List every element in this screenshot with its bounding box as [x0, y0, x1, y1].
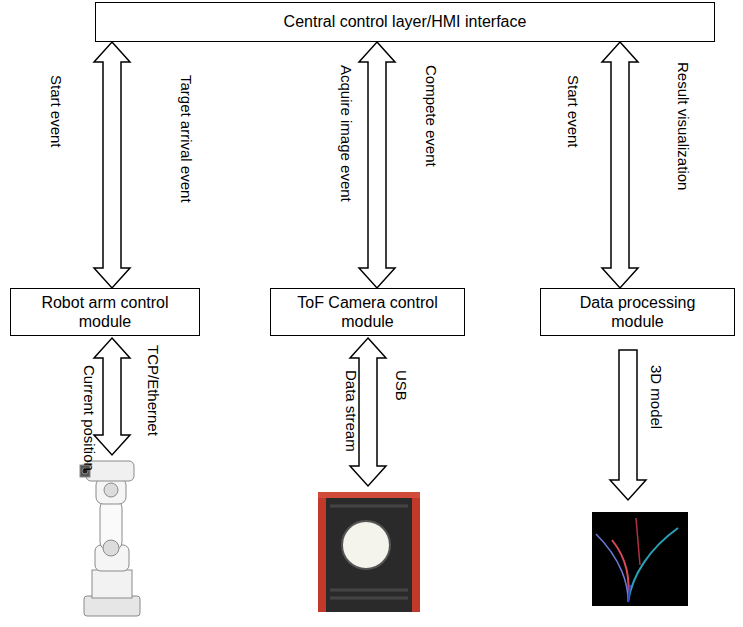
3d-model-picture [592, 512, 688, 606]
signal-label: Target arrival event [177, 75, 194, 203]
tof-camera-picture [318, 492, 420, 612]
signal-label: Acquire image event [337, 65, 354, 202]
robot-arm-picture [80, 461, 140, 616]
module-box: Data processing module [540, 288, 735, 336]
signal-label: 3D model [647, 365, 664, 429]
box-text: Robot arm control module [19, 293, 191, 331]
signal-label: Start event [564, 75, 581, 148]
module-box: Robot arm control module [10, 288, 200, 336]
box-text: ToF Camera control module [279, 293, 456, 331]
signal-label: Data stream [342, 370, 359, 452]
signal-label: USB [392, 370, 409, 401]
double-arrow [94, 338, 130, 455]
signal-label: Start event [47, 75, 64, 148]
double-arrow [602, 42, 638, 288]
box-text: Central control layer/HMI interface [284, 12, 527, 31]
signal-label: Result visualization [674, 62, 691, 190]
down-arrow [610, 350, 646, 500]
signal-label: TCP/Ethernet [144, 345, 161, 436]
module-box: ToF Camera control module [270, 288, 465, 336]
signal-label: Compete event [422, 65, 439, 167]
double-arrow [94, 42, 130, 288]
box-text: Data processing module [553, 293, 722, 331]
control-layer-box: Central control layer/HMI interface [95, 2, 715, 42]
double-arrow [359, 42, 395, 288]
signal-label: Current position [80, 365, 97, 471]
